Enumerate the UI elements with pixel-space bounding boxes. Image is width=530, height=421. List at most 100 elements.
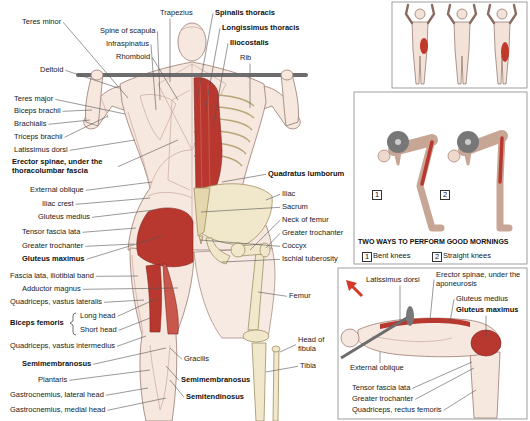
caption-text: Bent knees [373, 252, 411, 261]
leader-line [222, 174, 266, 182]
anatomy-label: Greater trochanter [22, 242, 83, 251]
barbell-end [465, 139, 471, 145]
leader-line [486, 316, 487, 338]
figure-head [415, 9, 425, 19]
anatomy-label: Iliac crest [42, 200, 74, 209]
step-number: 1 [372, 190, 382, 200]
leader-line [166, 366, 179, 380]
anatomy-label: Gluteus medius [456, 295, 508, 304]
fibula [273, 350, 279, 421]
highlight-patch [501, 42, 509, 62]
figure-head [457, 9, 467, 19]
detail-panel [338, 268, 527, 419]
leader-line [250, 220, 280, 250]
figure-arm [406, 5, 412, 23]
leader-line [92, 210, 154, 217]
anatomy-label: Ischial tuberosity [282, 255, 338, 264]
anatomy-label: Infraspinatus [106, 40, 149, 49]
anatomy-label: Plantaris [38, 376, 67, 385]
leader-line [119, 318, 150, 330]
anatomy-label: Teres major [14, 95, 53, 104]
anatomy-label: Teres minor [22, 18, 61, 27]
torso [358, 318, 500, 357]
barbell [78, 73, 306, 77]
calf-line [160, 345, 170, 410]
figure-arm [470, 5, 476, 23]
barbell-end [395, 139, 401, 145]
femur-shaft [248, 252, 264, 330]
barbell-plate [406, 306, 414, 326]
fascia-outline [168, 90, 190, 190]
leader-line [415, 368, 474, 399]
muscle-map-inset [392, 2, 527, 88]
gluteus-maximus [137, 208, 193, 267]
anatomy-label: Semimembranosus [181, 376, 250, 385]
bracket [70, 313, 76, 335]
hand [91, 70, 103, 80]
leader-line [69, 370, 150, 380]
barbell [341, 316, 410, 358]
leader-line [49, 120, 90, 124]
fibula-head [272, 346, 280, 352]
anatomy-label: Greater trochanter [352, 395, 413, 404]
leader-line [266, 194, 280, 200]
anatomy-label: Spinalis thoracis [215, 9, 275, 18]
leader-line [412, 362, 472, 388]
anatomy-label: Quadratus lumborum [268, 170, 344, 179]
left-leg [130, 248, 194, 421]
direction-arrow [352, 286, 362, 296]
figure-leg [500, 136, 509, 228]
leader-line [400, 286, 401, 322]
panel-frame [354, 92, 527, 264]
anatomy-label: Gluteus maximus [22, 255, 85, 264]
leader-line [197, 13, 213, 100]
anatomy-label: Gastrocnemius, lateral head [10, 391, 104, 400]
step-number: 2 [440, 190, 450, 200]
anatomy-label: Iliocostalis [230, 39, 269, 48]
anatomy-label: External oblique [350, 364, 404, 373]
leader-line [93, 348, 166, 364]
anatomy-label: Tibia [300, 362, 316, 371]
leader-line [222, 259, 280, 262]
leader-line [107, 398, 166, 410]
highlight-patch [420, 38, 428, 54]
leader-line [201, 207, 280, 212]
anatomy-label: Biceps femoris [10, 319, 64, 328]
leader-line [76, 198, 150, 204]
skeleton [194, 184, 280, 421]
anatomy-label: Quadriceps, vastus intermedius [10, 342, 115, 351]
step-number: 2 [432, 252, 442, 262]
figure-head [497, 9, 507, 19]
anatomy-label: Tensor fascia lata [352, 384, 410, 393]
anatomy-label: Quadriceps, vastus lateralis [10, 298, 102, 307]
leader-line [63, 110, 92, 111]
anatomy-label: Femur [289, 292, 311, 301]
figure-arm [448, 5, 454, 23]
leader-line [450, 299, 454, 322]
figure-body [412, 22, 428, 84]
hand [281, 70, 293, 80]
anatomy-label: Neck of femur [282, 216, 329, 225]
leader-line [380, 352, 381, 363]
leader-line [151, 44, 156, 110]
leader-line [170, 19, 171, 82]
leader-line [65, 116, 109, 137]
leader-line [117, 298, 158, 316]
leader-line [86, 182, 152, 190]
figure-body [454, 22, 470, 84]
leader-line [117, 336, 146, 346]
leader-line [85, 244, 134, 246]
leader-line [157, 31, 160, 100]
leader-line [280, 345, 296, 352]
leader-line [65, 70, 118, 88]
semimembranosus [163, 264, 178, 334]
anatomy-label: Biceps brachii [14, 107, 61, 116]
anatomy-label: Erector spinae, under the thoracolumbar … [12, 158, 116, 175]
arm-line [100, 96, 108, 118]
leader-line [104, 300, 144, 302]
